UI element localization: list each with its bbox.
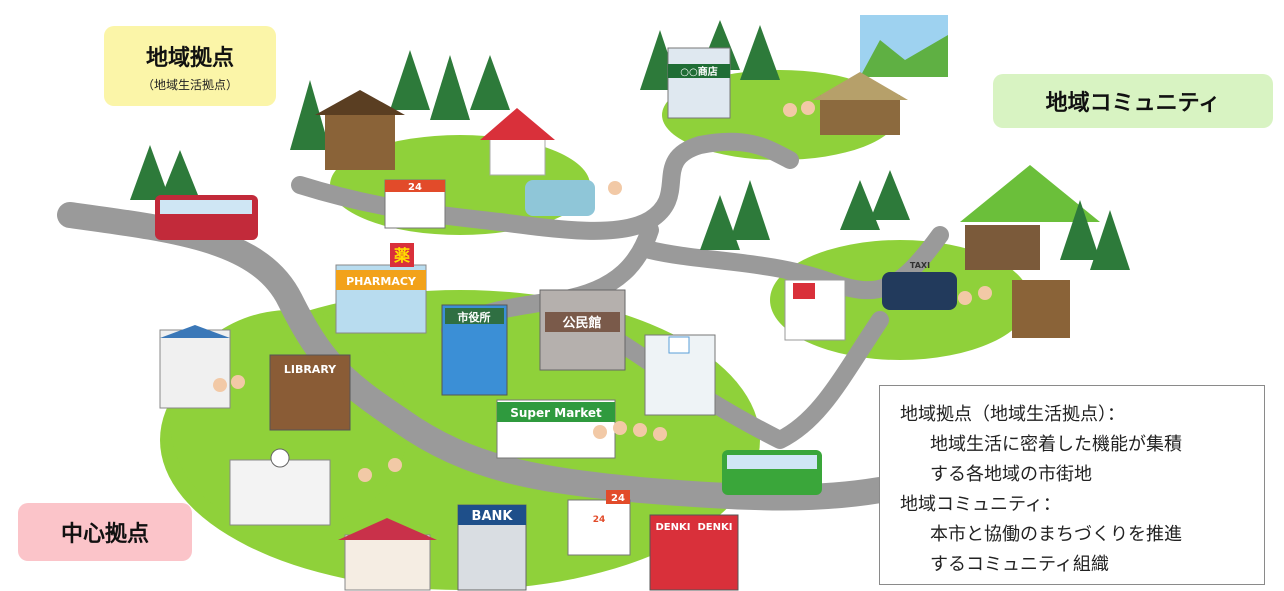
legend-line-6: するコミュニティ組織: [930, 554, 1109, 575]
taxi: [882, 272, 957, 310]
pharmacy-label: PHARMACY: [346, 275, 417, 288]
school-clock-icon: [270, 448, 290, 468]
maruya-shop-sign: [668, 64, 730, 78]
convenience-store-bottom-label: 24: [593, 515, 606, 525]
convenience-store-top-sign: [385, 180, 445, 192]
people-group: [213, 101, 992, 482]
city-hall-sign: [445, 308, 504, 324]
library-label: LIBRARY: [284, 363, 337, 376]
bank-label: BANK: [472, 509, 514, 524]
house-brown: [325, 110, 395, 170]
post-office-sign: [793, 283, 815, 299]
convenience-store-mid-sign: [606, 490, 630, 504]
barn: [965, 225, 1040, 270]
hill: [960, 165, 1100, 222]
hospital-cross: [668, 336, 690, 354]
convenience-store-mid-label: 24: [611, 493, 625, 504]
electronics-store: [649, 514, 739, 591]
electronics-store-label-right: DENKI: [698, 522, 733, 533]
convenience-store-mid: [567, 499, 631, 556]
bus-left-window: [160, 200, 252, 214]
rice-field-hills: [860, 35, 948, 77]
maruya-shop: [667, 47, 731, 119]
library: [269, 354, 351, 431]
supermarket-sign: [497, 402, 615, 422]
house-red-bottom-roof: [338, 518, 437, 540]
house-red-roof: [489, 134, 546, 176]
pharmacy-sign: [336, 270, 426, 290]
legend-line-4: 地域コミュニティ：: [900, 494, 1061, 515]
central-hub-title: 中心拠点: [60, 522, 149, 547]
community-title: 地域コミュニティ: [1045, 91, 1221, 116]
community-hall-label: 公民館: [562, 315, 601, 331]
electronics-store-label-left: DENKI: [656, 522, 691, 533]
city-hall-label: 市役所: [458, 310, 491, 324]
house-blue-roof: [160, 325, 230, 338]
legend-box: 地域拠点（地域生活拠点）： 地域生活に密着した機能が集積 する各地域の市街地 地…: [879, 385, 1265, 585]
house-brown-roof: [315, 90, 405, 115]
convenience-store-top-label: 24: [408, 182, 422, 193]
legend-line-1: 地域拠点（地域生活拠点）：: [900, 404, 1125, 425]
house-red-bottom: [344, 534, 431, 591]
taxi-label: TAXI: [910, 261, 930, 270]
community-label: 地域コミュニティ: [993, 74, 1273, 128]
local-hub-label: 地域拠点 （地域生活拠点）: [104, 26, 276, 106]
local-hub-title: 地域拠点: [145, 45, 234, 71]
house-blue: [159, 329, 231, 409]
bus-right-window: [727, 455, 817, 469]
thatched-house: [820, 95, 900, 135]
legend-line-2: 地域生活に密着した機能が集積: [930, 434, 1182, 455]
house-red-roof-top: [480, 108, 555, 140]
legend-line-5: 本市と協働のまちづくりを推進: [930, 524, 1182, 545]
local-hub-subtitle: （地域生活拠点）: [141, 77, 238, 92]
central-hub-label: 中心拠点: [18, 503, 192, 561]
thatched-house-roof: [812, 72, 908, 100]
house-community: [1012, 280, 1070, 338]
legend-line-3: する各地域の市街地: [930, 464, 1092, 485]
community-hall-sign: [545, 312, 620, 332]
supermarket-label: Super Market: [510, 406, 602, 420]
van: [525, 180, 595, 216]
pharmacy-kanji-label: 薬: [393, 246, 411, 265]
bank-sign: [458, 505, 526, 525]
maruya-shop-label: ○○商店: [680, 65, 717, 78]
pharmacy-kanji-sign: [390, 243, 414, 267]
school: [229, 459, 331, 526]
